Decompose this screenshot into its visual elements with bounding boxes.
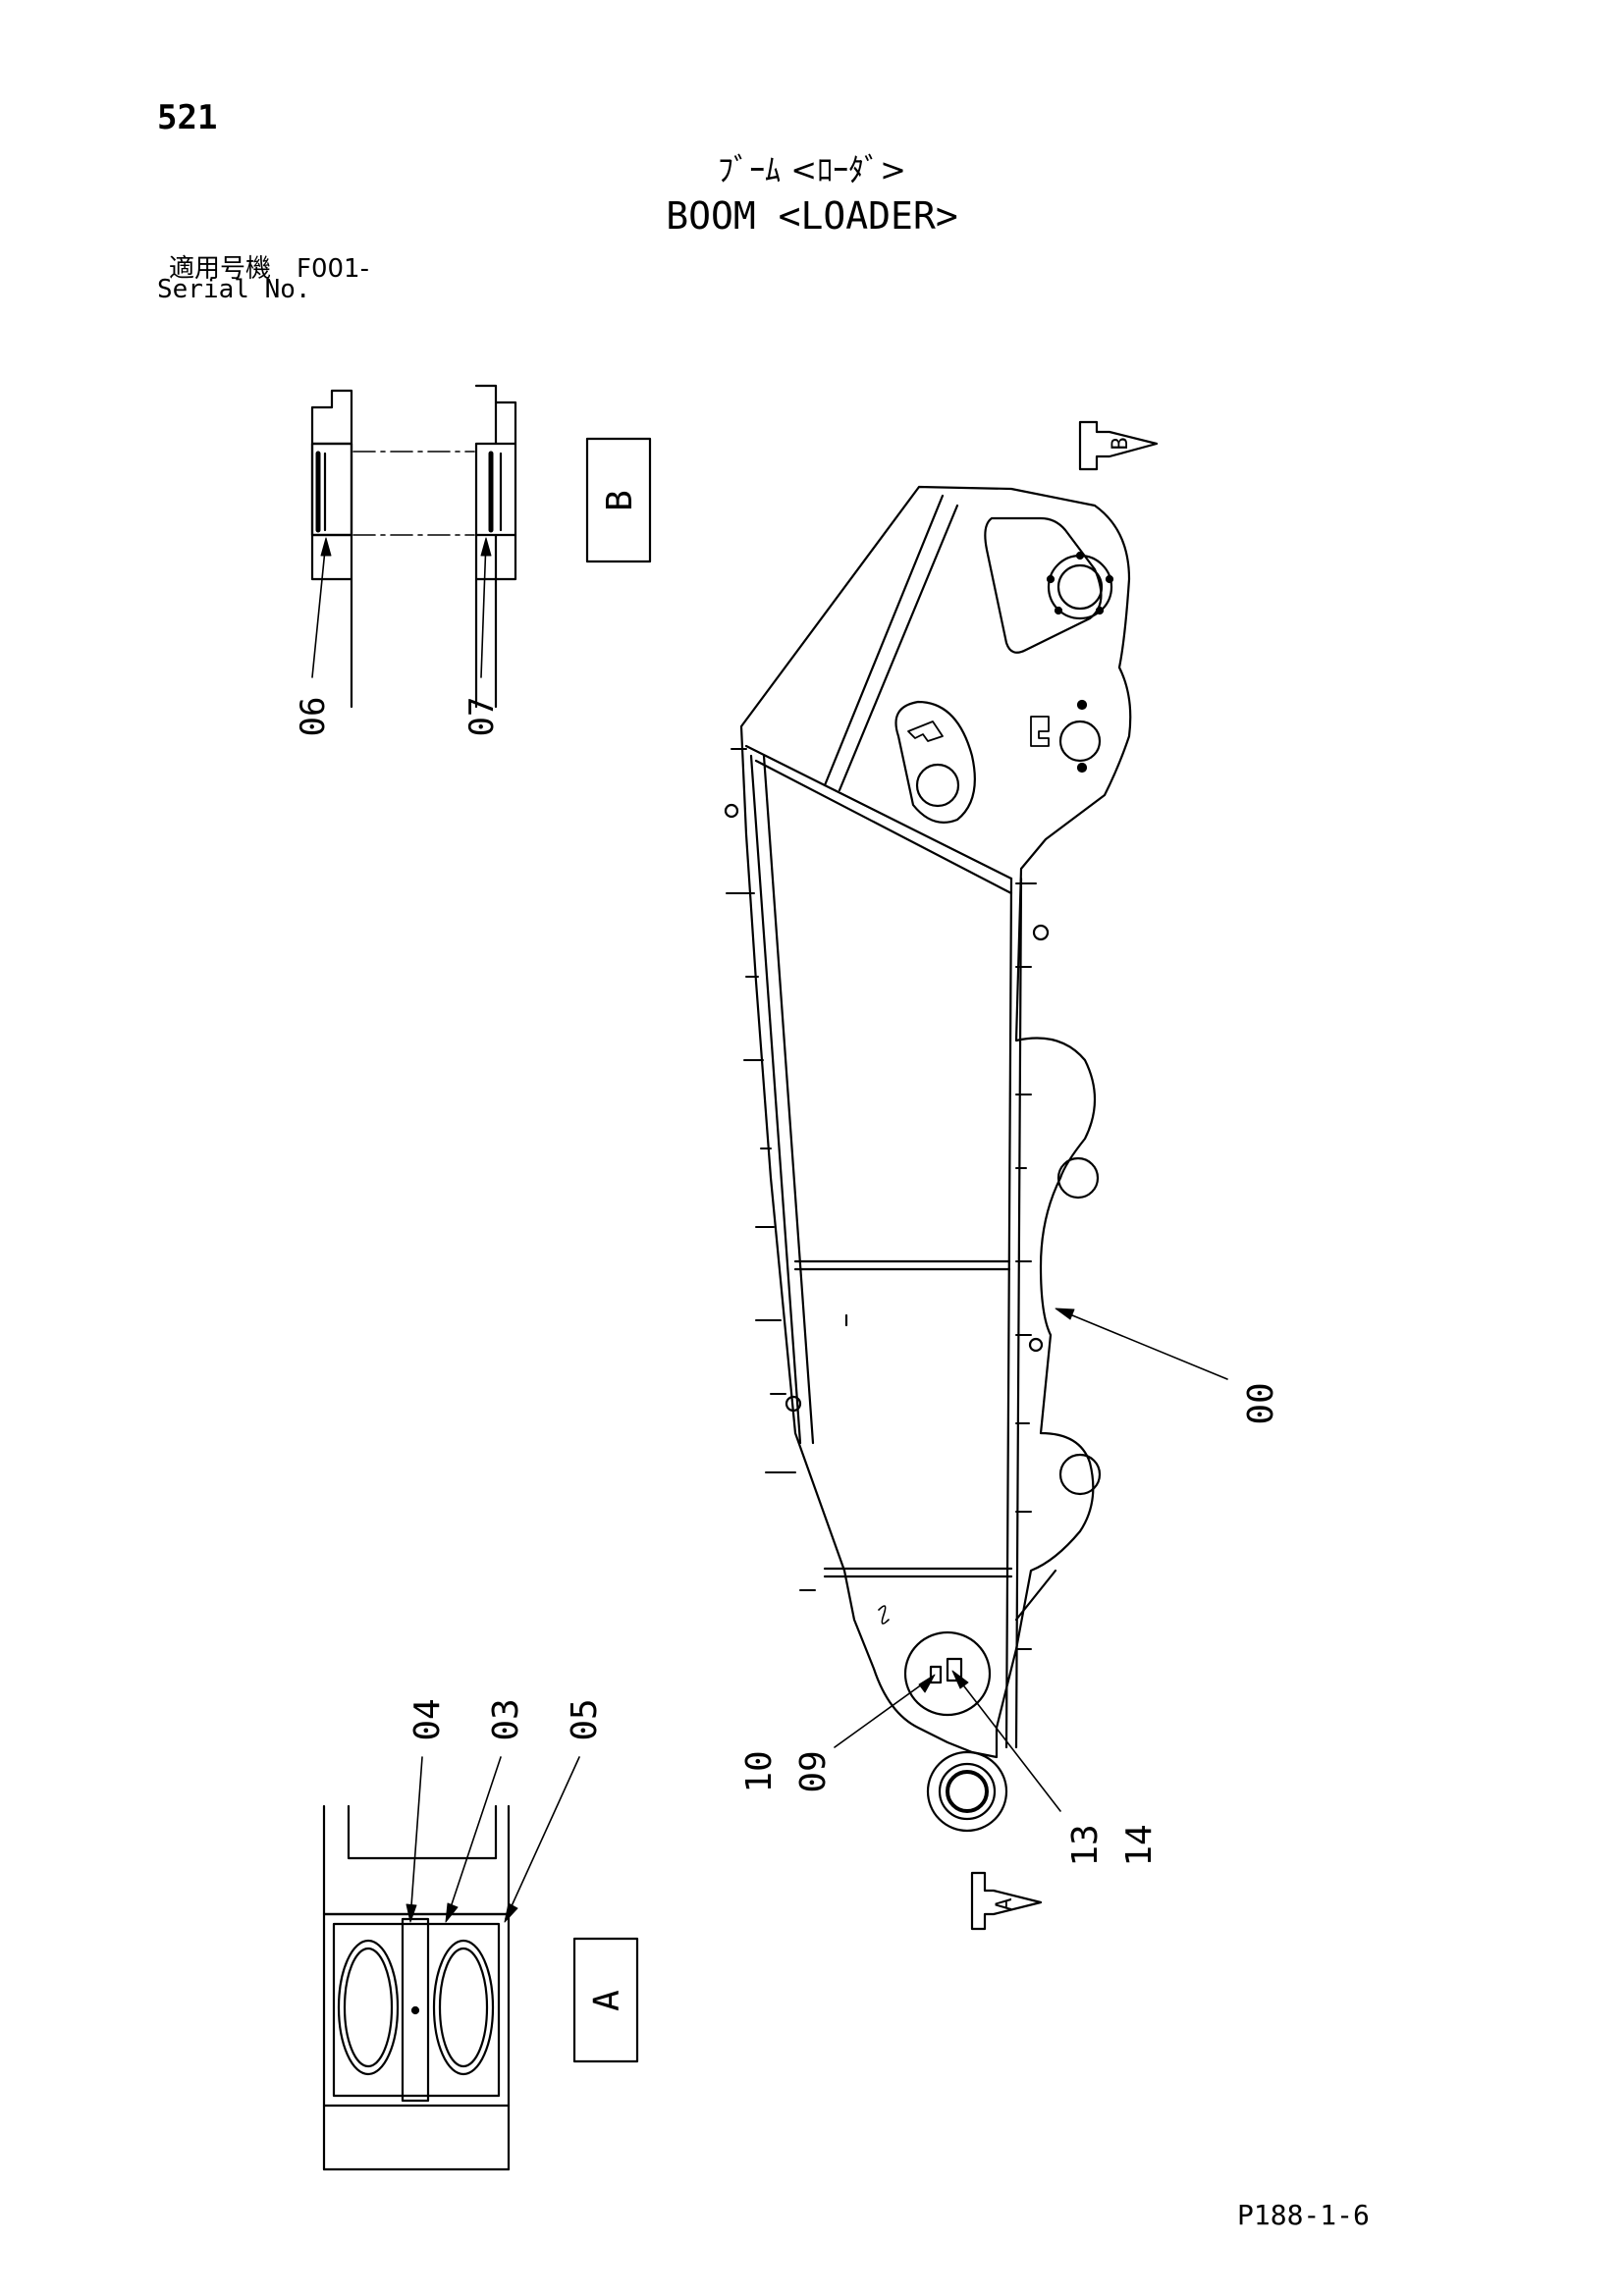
view-arrow-a: A	[970, 1871, 1043, 1931]
callout-10: 10	[739, 1750, 780, 1792]
view-arrow-b: B	[1078, 420, 1159, 471]
detail-a-center-spacer	[401, 1917, 430, 2103]
title-english: BOOM <LOADER>	[666, 194, 958, 238]
view-a-label: A	[587, 1990, 627, 2011]
boom-foot-pin-inner	[938, 1762, 997, 1821]
detail-a-center-dot	[410, 2005, 420, 2015]
serial-label-english: Serial No.	[157, 275, 311, 304]
view-a-box	[572, 1937, 639, 2063]
callout-07: 07	[462, 697, 502, 737]
boom-web-line	[749, 754, 802, 1445]
callout-14: 14	[1119, 1824, 1160, 1866]
boom-middle-pin-1	[1056, 1156, 1100, 1200]
boom-side-bolt	[1076, 699, 1088, 711]
boom-top-plate-line	[744, 744, 1013, 881]
boom-side-bolt	[1076, 762, 1088, 774]
pin-bolt	[1075, 551, 1085, 561]
callout-05: 05	[565, 1698, 605, 1740]
boom-top-pin-inner	[1056, 563, 1104, 611]
leader-05	[505, 1756, 580, 1920]
leader-06	[311, 539, 327, 678]
boom-side-clip	[1030, 716, 1050, 747]
boom-outline	[739, 485, 1132, 1759]
leader-09	[834, 1676, 934, 1748]
boom-web-line	[762, 754, 815, 1445]
boom-assembly: 00 10 09 13 14	[724, 485, 1281, 1867]
callout-03: 03	[486, 1698, 526, 1740]
boom-foot-pin-core	[946, 1770, 989, 1813]
boom-lower-rod	[1014, 1569, 1057, 1622]
pin-bolt	[1095, 606, 1105, 615]
pin-bolt	[1105, 574, 1114, 584]
boom-top-edge	[823, 494, 945, 787]
leader-03	[446, 1756, 502, 1920]
boom-bracket-plate	[894, 700, 976, 824]
pin-bolt	[1046, 574, 1056, 584]
leader-00-arrowhead	[1055, 1308, 1075, 1320]
boom-side-pin	[1058, 720, 1102, 763]
view-b-box	[585, 437, 652, 563]
leader-06-arrowhead	[320, 537, 332, 557]
title-japanese: ﾌﾞｰﾑ <ﾛｰﾀﾞ>	[718, 151, 906, 188]
leader-00	[1059, 1309, 1228, 1380]
pin-bolt	[1054, 606, 1063, 615]
leader-13	[953, 1673, 1061, 1812]
leader-07-arrowhead	[480, 537, 492, 557]
detail-b-right-plate	[474, 384, 517, 537]
boom-bracket-clip	[907, 721, 944, 742]
leader-04	[409, 1756, 423, 1920]
boom-bolt-tabs	[726, 748, 1037, 1650]
callout-04: 04	[407, 1698, 448, 1740]
boom-lug	[785, 1395, 802, 1413]
detail-a-bushing-right-inner	[438, 1947, 489, 2068]
leader-13-arrowhead	[951, 1670, 969, 1689]
detail-a-bushing-left-inner	[343, 1947, 394, 2068]
callout-09: 09	[793, 1750, 834, 1792]
page-number: 521	[157, 98, 218, 137]
arrow-a-label: A	[993, 1897, 1017, 1910]
boom-top-plate-line	[754, 759, 1013, 895]
detail-a-bushing-left	[337, 1939, 400, 2076]
boom-middle-pin-2	[1058, 1453, 1102, 1496]
callout-06: 06	[294, 697, 333, 737]
boom-bracket-pin	[915, 763, 960, 808]
boom-lug	[1028, 1337, 1044, 1353]
boom-weld-mark	[878, 1605, 890, 1625]
detail-a-bushing-right	[432, 1939, 495, 2076]
boom-top-pin-plate	[984, 516, 1103, 654]
detail-a-frame	[322, 1804, 511, 1916]
detail-a-inner	[332, 1922, 501, 2098]
leader-03-arrowhead	[445, 1902, 459, 1923]
detail-a-view: A 04 03 05	[322, 1698, 639, 2171]
leader-07	[480, 539, 487, 678]
boom-foot-pin-outer	[926, 1750, 1008, 1833]
boom-top-edge	[838, 504, 959, 792]
boom-lower-oval	[903, 1630, 992, 1717]
detail-b-view: B 06 07	[294, 384, 652, 737]
drawing-code: P188-1-6	[1237, 2199, 1370, 2231]
callout-00: 00	[1241, 1382, 1281, 1424]
boom-lug	[1032, 924, 1050, 941]
boom-bottom-flange	[1004, 877, 1013, 1749]
serial-label-japanese: 適用号機 F001-	[169, 254, 369, 284]
arrow-b-label: B	[1109, 437, 1133, 450]
detail-a-housing	[322, 1912, 511, 2108]
detail-b-right-lower	[474, 533, 517, 709]
leader-05-arrowhead	[504, 1902, 518, 1923]
leader-04-arrowhead	[406, 1903, 417, 1923]
leader-09-arrowhead	[918, 1674, 936, 1693]
detail-b-left-lower	[310, 533, 353, 709]
callout-13: 13	[1065, 1824, 1106, 1866]
view-b-label: B	[600, 490, 640, 511]
detail-b-left-bushing	[310, 442, 353, 537]
boom-bottom-flange	[1014, 877, 1023, 1749]
boom-part-09-window	[929, 1665, 943, 1684]
boom-part-13-window	[946, 1657, 963, 1682]
boom-lug	[724, 803, 739, 819]
